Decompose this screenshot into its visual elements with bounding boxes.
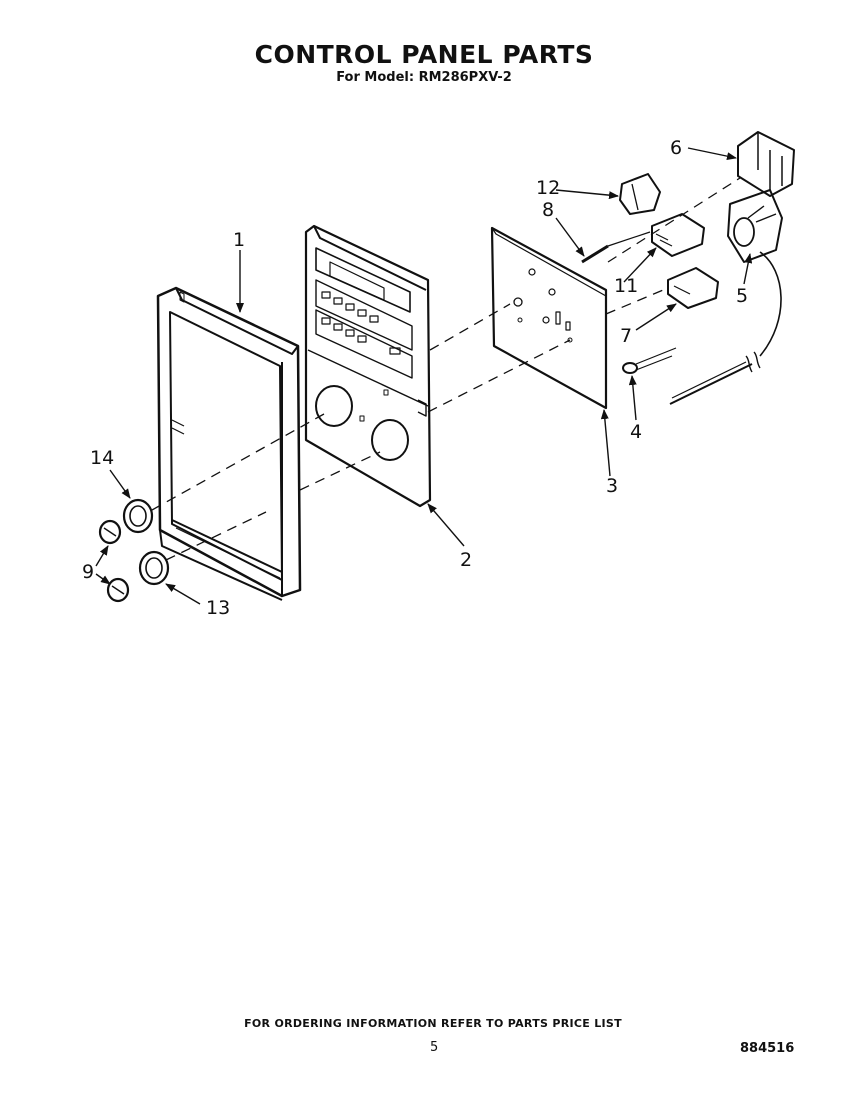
page-title: CONTROL PANEL PARTS [254, 40, 594, 69]
page-number: 5 [430, 1040, 439, 1055]
wire-segment [669, 351, 761, 405]
callout-2: 2 [460, 549, 472, 571]
switch-block-part [651, 213, 705, 257]
filter-block-part [619, 173, 661, 215]
connector-part [581, 231, 651, 264]
control-panel-plate-part [304, 224, 432, 508]
knob-lower [106, 577, 130, 603]
callout-leaders [95, 147, 753, 605]
lamp-part [622, 347, 677, 374]
callout-6: 6 [670, 137, 682, 159]
front-frame-part [156, 286, 302, 601]
timer-motor-part [727, 189, 783, 357]
callout-12: 12 [536, 177, 560, 199]
callout-5: 5 [736, 285, 748, 307]
ordering-note: FOR ORDERING INFORMATION REFER TO PARTS … [244, 1017, 622, 1030]
callout-labels: 1 2 3 4 5 6 7 8 9 11 12 13 14 [82, 137, 748, 619]
switch-block-lower-part [667, 267, 719, 309]
callout-14: 14 [90, 447, 114, 469]
mounting-board-part [490, 226, 608, 410]
callout-8: 8 [542, 199, 554, 221]
callout-9: 9 [82, 561, 94, 583]
assembly-lines [151, 177, 741, 561]
relay-block-part [737, 131, 795, 197]
knob-escutcheon-upper [122, 498, 154, 534]
callout-4: 4 [630, 421, 642, 443]
callout-1: 1 [233, 229, 245, 251]
model-subtitle: For Model: RM286PXV-2 [336, 70, 512, 85]
knob-escutcheon-lower [138, 550, 170, 586]
knob-upper [98, 519, 122, 545]
callout-7: 7 [620, 325, 632, 347]
callout-3: 3 [606, 475, 618, 497]
callout-11: 11 [614, 275, 638, 297]
document-number: 884516 [740, 1041, 795, 1056]
callout-13: 13 [206, 597, 230, 619]
